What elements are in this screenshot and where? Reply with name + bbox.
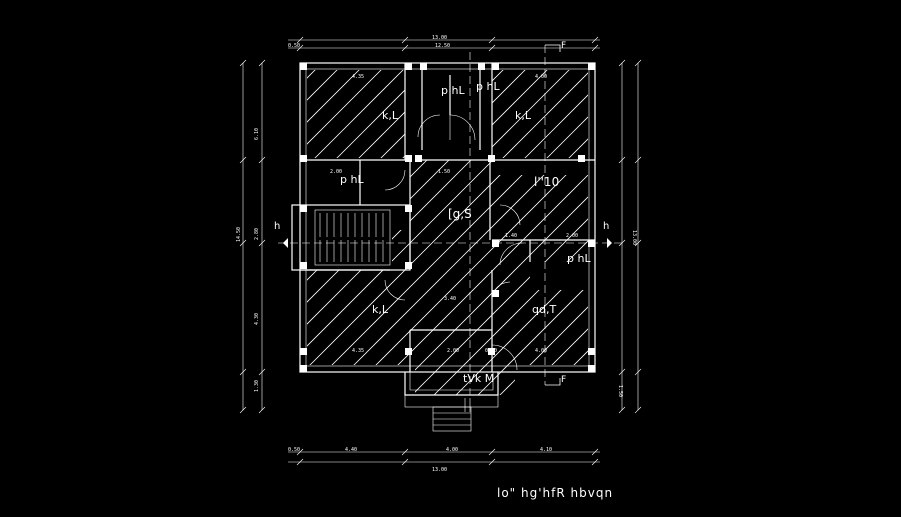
- section-lines: [278, 44, 625, 395]
- dim-bottom-b: 4.00: [446, 447, 458, 453]
- stair-treads: [319, 213, 384, 262]
- room-kitchen: l''10: [534, 175, 559, 189]
- dim-mid-b: 1.50: [438, 169, 450, 175]
- section-mark-right: h: [603, 221, 609, 232]
- dim-top-offset: 0.50: [288, 43, 300, 49]
- outer-walls: [299, 62, 596, 432]
- dim-right-total: 13.00: [631, 230, 637, 245]
- hatch-bedroom-tl: [307, 70, 405, 158]
- dim-room-tl: 4.35: [352, 74, 364, 80]
- dim-room-tr: 4.00: [535, 74, 547, 80]
- dim-mid-f: 2.00: [447, 348, 459, 354]
- room-bedroom-tl: k,L: [382, 109, 399, 122]
- dimension-texts: 13.00 12.50 0.50 0.50 4.40 4.00 4.10 13.…: [236, 35, 637, 473]
- dim-left-total: 14.50: [236, 227, 242, 242]
- dim-left-d: 1.30: [254, 380, 260, 392]
- section-mark-left: h: [274, 221, 280, 232]
- dim-top-inner: 12.50: [435, 43, 450, 49]
- hatch-bedroom-tr: [492, 70, 588, 158]
- dim-room-br: 4.00: [535, 348, 547, 354]
- room-bedroom-tr: k,L: [515, 109, 532, 122]
- interior-walls: [291, 63, 595, 372]
- dim-bottom-offset: 0.50: [288, 447, 300, 453]
- room-labels: k,L k,L p hL p hL p hL l''10 [g,S p hL k…: [340, 80, 591, 385]
- dim-right-a: 1.50: [617, 385, 623, 397]
- dim-bottom-a: 4.40: [345, 447, 357, 453]
- dim-mid-d: 2.00: [566, 233, 578, 239]
- room-porch: tVk M: [463, 372, 494, 385]
- dim-top-total: 13.00: [432, 35, 447, 41]
- plan-caption: lo" hg'hfR hbvqn: [497, 486, 614, 500]
- room-bath-mid-left: p hL: [340, 173, 364, 186]
- section-marks: F F h h: [274, 41, 609, 385]
- room-bath-mid-right: p hL: [567, 252, 591, 265]
- room-bedroom-bl: k,L: [372, 303, 389, 316]
- columns: [300, 63, 595, 372]
- room-living: qd,T: [532, 303, 556, 316]
- room-hall: [g,S: [448, 207, 472, 221]
- dim-bottom-c: 4.10: [540, 447, 552, 453]
- dim-mid-e: 3.40: [444, 296, 456, 302]
- dim-bottom-total: 13.00: [432, 467, 447, 473]
- section-mark-top: F: [561, 41, 566, 51]
- dim-mid-a: 2.00: [330, 169, 342, 175]
- dim-mid-c: 1.40: [505, 233, 517, 239]
- dim-left-b: 2.80: [254, 228, 260, 240]
- room-bath-top-right: p hL: [476, 80, 500, 93]
- dim-room-bl: 4.35: [352, 348, 364, 354]
- section-mark-bottom: F: [561, 375, 566, 385]
- dim-left-c: 4.30: [254, 313, 260, 325]
- room-bath-top-left: p hL: [441, 84, 465, 97]
- dim-left-a: 6.10: [254, 128, 260, 140]
- dim-mid-g: 0.20: [485, 348, 497, 354]
- hatch-main: [307, 160, 588, 395]
- dimension-lines: [239, 36, 642, 466]
